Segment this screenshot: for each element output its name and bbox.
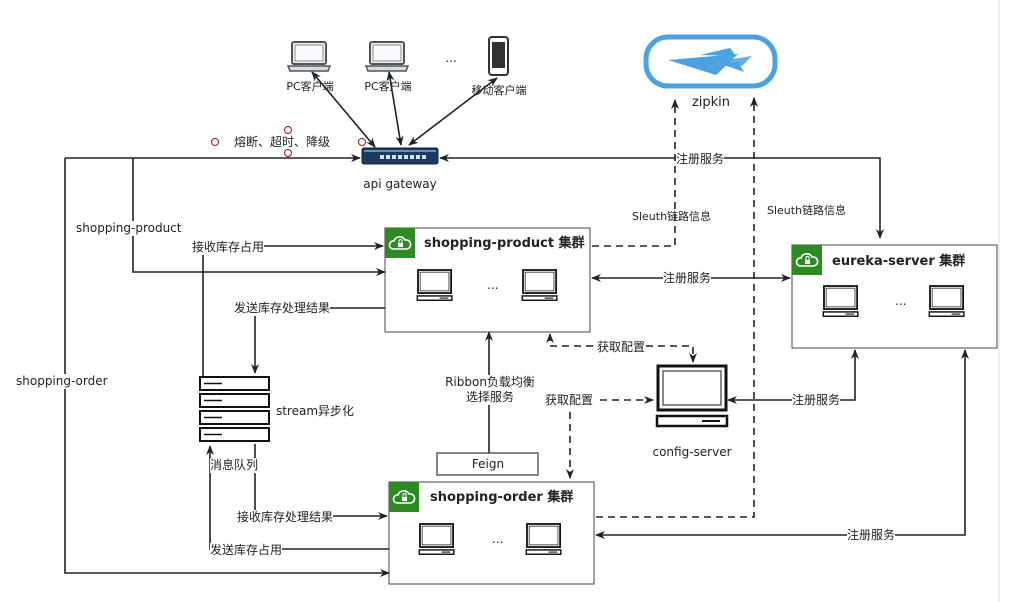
product-cluster-ellipsis: ...: [487, 278, 499, 292]
edge-label-register-config: 注册服务: [792, 393, 841, 408]
client-pc2-label: PC客户端: [364, 80, 412, 93]
config-server-label: config-server: [652, 445, 732, 459]
edge-label-get-config-product: 获取配置: [597, 340, 646, 355]
edge-product-config: [546, 333, 697, 363]
edge-label-send-stock-occupy: 发送库存占用: [210, 543, 283, 558]
server-stack-icon: [199, 376, 270, 442]
product-cluster-title: shopping-product 集群: [424, 236, 585, 251]
gateway-label: api gateway: [363, 177, 437, 191]
monitor-icon: [822, 285, 859, 318]
edge-gateway-product: [132, 158, 386, 276]
monitor-icon: [416, 269, 453, 302]
edge-label-sleuth-product: Sleuth链路信息: [632, 210, 712, 223]
edge-label-ribbon-1: Ribbon负载均衡: [445, 375, 535, 390]
feign-label: Feign: [471, 457, 505, 471]
edge-label-recv-stock-result: 接收库存处理结果: [237, 510, 334, 525]
edge-label-register-gateway: 注册服务: [676, 152, 725, 167]
client-pc1-label: PC客户端: [286, 80, 334, 93]
cloud-badge-icon: [384, 227, 416, 259]
order-cluster-title: shopping-order 集群: [430, 490, 574, 505]
edge-order-zipkin: [596, 97, 758, 518]
feign-box: [436, 452, 539, 476]
edge-label-shopping-product: shopping-product: [76, 221, 182, 236]
monitor-icon: [521, 269, 558, 302]
edge-label-ribbon-2: 选择服务: [465, 390, 515, 405]
edge-label-register-order: 注册服务: [847, 528, 896, 543]
order-cluster-ellipsis: ...: [492, 532, 504, 546]
zipkin-cloud-icon: [643, 34, 778, 89]
edge-mq-order: [254, 444, 388, 520]
edge-pc1-gateway: [311, 71, 376, 148]
monitor-icon: [655, 364, 729, 428]
mq-label: 消息队列: [210, 458, 259, 473]
stream-label: stream异步化: [276, 404, 355, 418]
cloud-badge-icon: [388, 481, 420, 513]
gateway-features-label: 熔断、超时、降级: [234, 135, 331, 149]
eureka-cluster-title: eureka-server 集群: [832, 254, 966, 269]
router-icon: [361, 147, 439, 165]
edge-mobile-gateway: [408, 77, 498, 146]
edge-label-recv-stock-occupy: 接收库存占用: [192, 240, 265, 255]
monitor-icon: [418, 523, 455, 556]
edge-label-shopping-order: shopping-order: [16, 374, 108, 389]
edge-product-zipkin: [592, 99, 679, 247]
client-mobile-label: 移动客户端: [471, 84, 527, 97]
monitor-icon: [525, 523, 562, 556]
zipkin-label: zipkin: [691, 95, 731, 110]
edge-label-get-config-order: 获取配置: [545, 393, 594, 408]
monitor-icon: [928, 285, 965, 318]
edge-order-eureka: [595, 349, 969, 539]
edge-product-mq: [251, 307, 385, 374]
client-ellipsis: ...: [445, 51, 457, 65]
edge-gateway-eureka: [439, 154, 884, 239]
eureka-cluster-ellipsis: ...: [895, 294, 907, 308]
edge-label-register-product: 注册服务: [663, 271, 712, 286]
laptop-icon: [287, 41, 331, 72]
cloud-badge-icon: [791, 244, 823, 276]
edge-pc2-gateway: [386, 71, 404, 146]
edge-label-sleuth-order: Sleuth链路信息: [767, 204, 847, 217]
laptop-icon: [365, 41, 409, 72]
edge-gateway-order: [64, 158, 390, 577]
edge-label-send-stock-result: 发送库存处理结果: [234, 301, 331, 316]
phone-icon: [488, 36, 509, 76]
